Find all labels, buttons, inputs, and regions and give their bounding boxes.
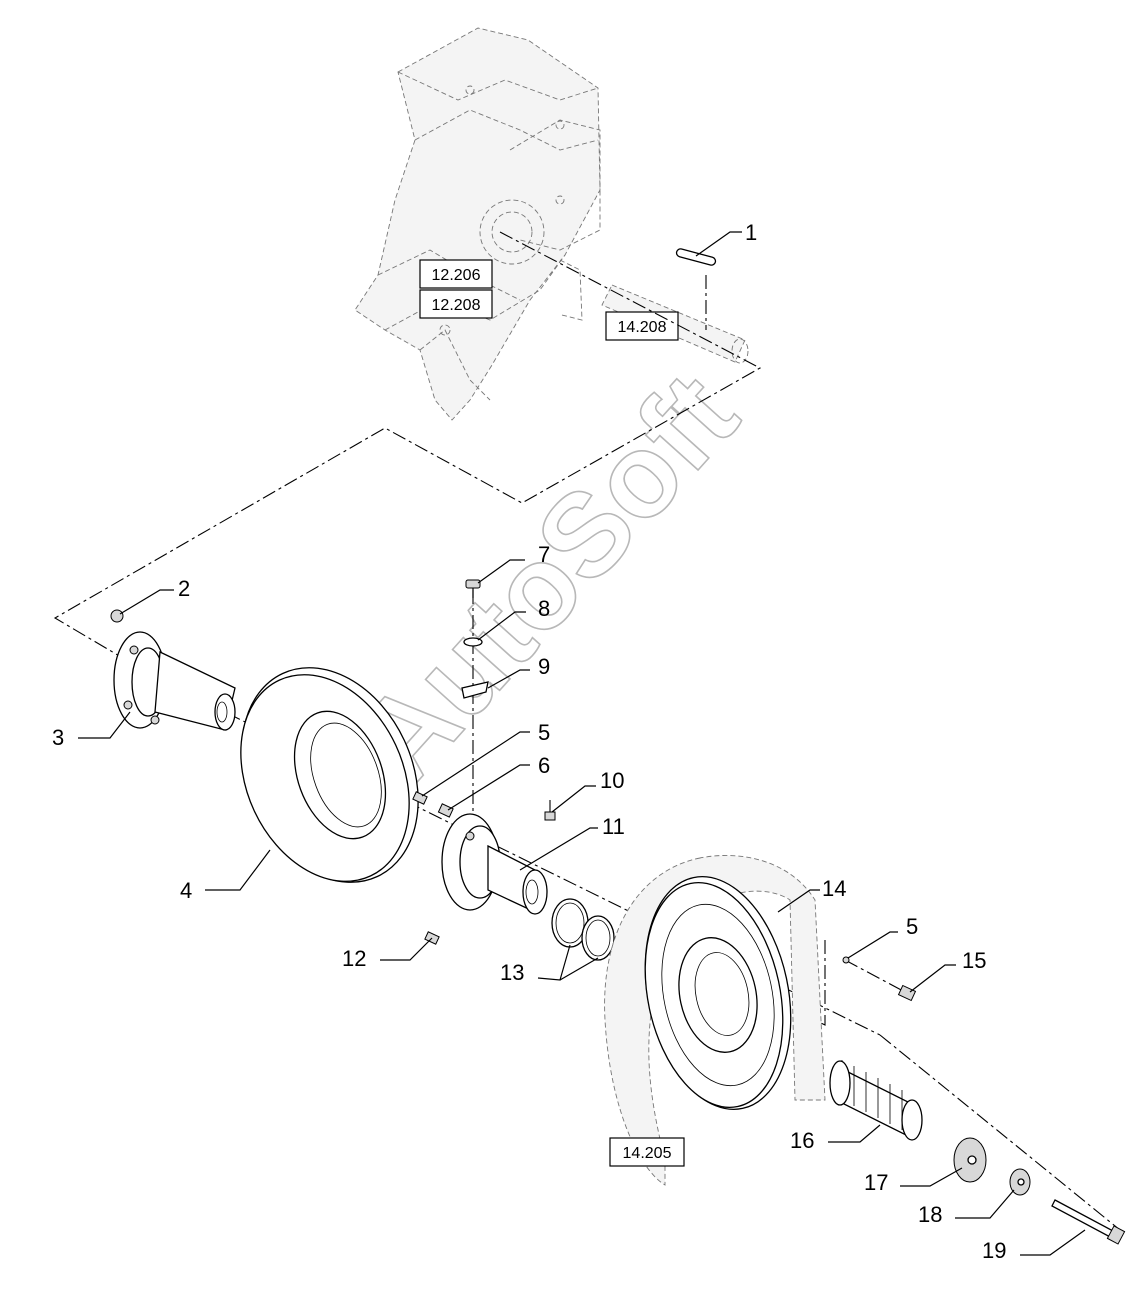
- ref-box-12-206: 12.206: [419, 259, 493, 289]
- part-10-nut: [544, 811, 556, 821]
- callout-7: 7: [538, 542, 550, 567]
- frame-assembly: [354, 27, 749, 421]
- part-18-washer: [1009, 1168, 1031, 1196]
- callout-2: 2: [178, 576, 190, 601]
- part-14-disc: [644, 876, 792, 1110]
- callout-1: 1: [745, 220, 757, 245]
- part-9-wedge: [461, 681, 489, 699]
- callout-8: 8: [538, 596, 550, 621]
- callout-11: 11: [602, 814, 625, 839]
- part-15-bolt: [897, 984, 917, 1002]
- callout-14: 14: [822, 876, 846, 901]
- part-16-spring: [829, 1060, 923, 1141]
- part-17-washer: [953, 1137, 987, 1183]
- part-5-grease-nipple: [412, 791, 428, 805]
- leader-lines: [78, 231, 1086, 1256]
- callout-5-right: 5: [906, 914, 918, 939]
- ref-box-14-205: 14.205: [609, 1137, 685, 1167]
- svg-text:14.205: 14.205: [623, 1145, 672, 1162]
- callout-9: 9: [538, 654, 550, 679]
- part-7-bolt: [465, 579, 481, 598]
- callout-labels: 1 2 3 4 5 6 7 8 9 10 11 12 13 14 5 15 16…: [52, 220, 1006, 1263]
- callout-15: 15: [962, 948, 986, 973]
- part-6-nut: [437, 803, 454, 818]
- part-13-rings: [551, 898, 615, 961]
- part-4-disc: [240, 667, 419, 883]
- callout-6: 6: [538, 753, 550, 778]
- part-11-hub: [441, 813, 548, 915]
- callout-5: 5: [538, 720, 550, 745]
- svg-text:12.208: 12.208: [432, 297, 481, 314]
- callout-19: 19: [982, 1238, 1006, 1263]
- part-8-washer: [463, 637, 483, 647]
- callout-13: 13: [500, 960, 524, 985]
- svg-text:14.208: 14.208: [618, 319, 667, 336]
- part-3-housing: [113, 631, 236, 731]
- callout-4: 4: [180, 878, 192, 903]
- callout-18: 18: [918, 1202, 942, 1227]
- axis-lines: [53, 231, 1121, 1231]
- callout-10: 10: [600, 768, 624, 793]
- callout-16: 16: [790, 1128, 814, 1153]
- callout-3: 3: [52, 725, 64, 750]
- part-2-nipple: [110, 609, 124, 623]
- ref-box-12-208: 12.208: [419, 289, 493, 319]
- part-19-bolt: [1051, 1199, 1126, 1245]
- callout-17: 17: [864, 1170, 888, 1195]
- svg-text:12.206: 12.206: [432, 267, 481, 284]
- part-1-key: [675, 248, 717, 330]
- part-5-right-pin: [842, 956, 850, 964]
- callout-12: 12: [342, 946, 366, 971]
- ref-box-14-208: 14.208: [605, 311, 679, 341]
